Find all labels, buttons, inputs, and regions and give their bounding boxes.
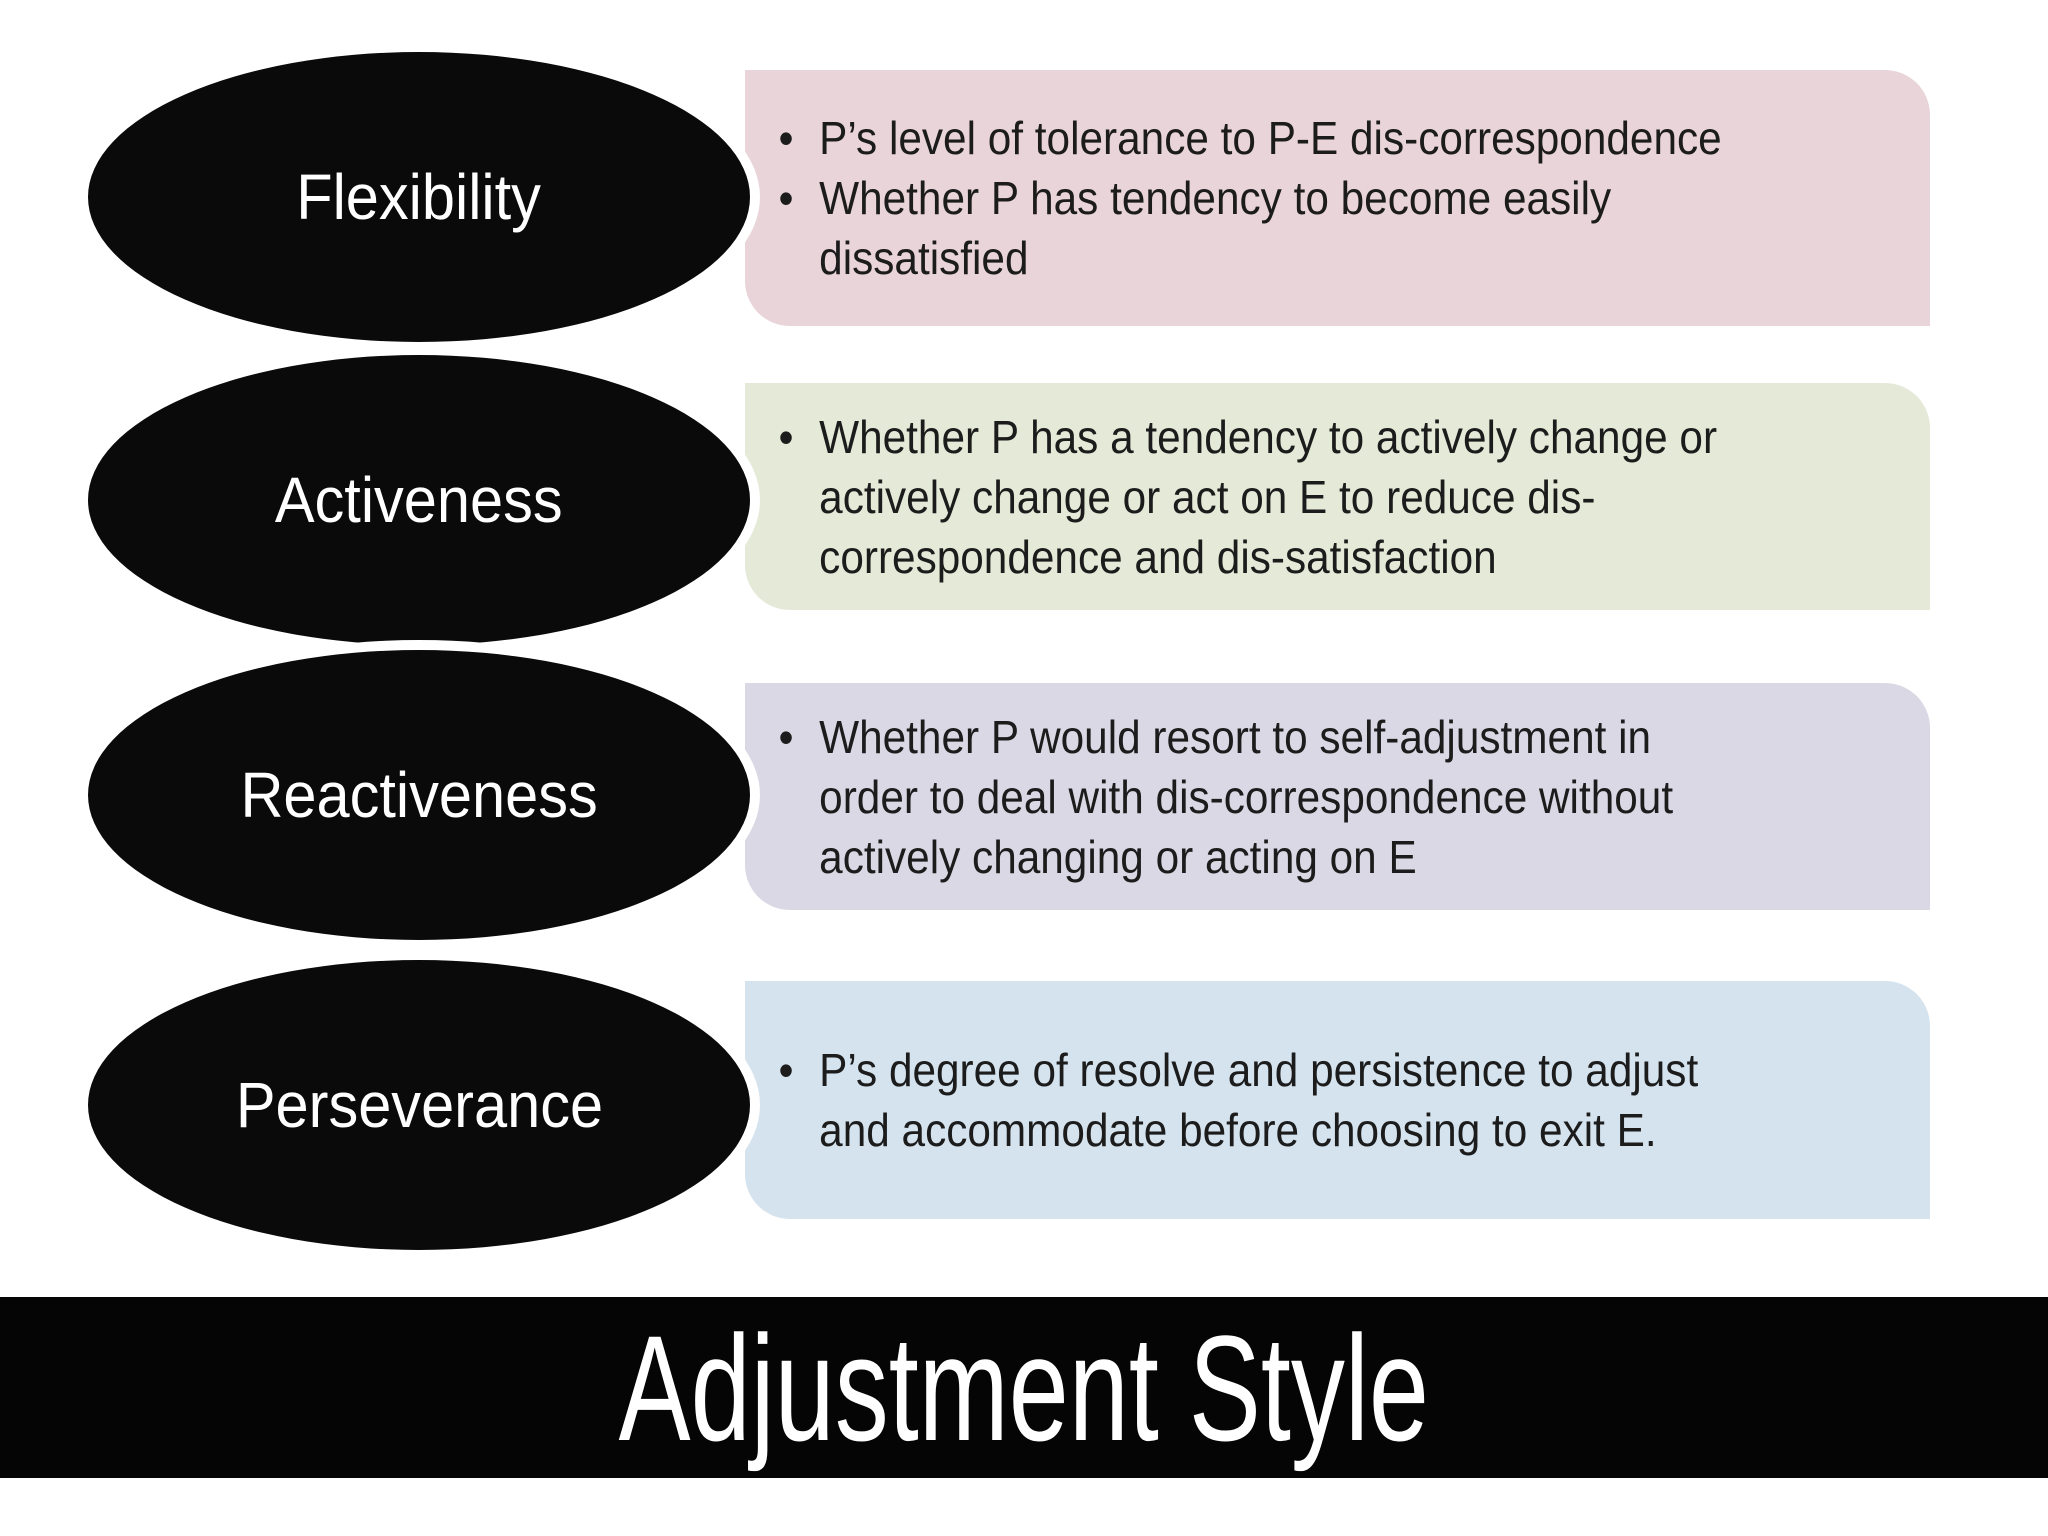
bullet-item: P’s degree of resolve and persistence to… bbox=[775, 1040, 1819, 1160]
callout-box-activeness: Whether P has a tendency to actively cha… bbox=[745, 383, 1930, 610]
bullet-list-reactiveness: Whether P would resort to self-adjustmen… bbox=[775, 707, 1819, 887]
bullet-item: Whether P has a tendency to actively cha… bbox=[775, 407, 1819, 587]
banner-title: Adjustment Style bbox=[618, 1303, 1430, 1472]
ellipse-reactiveness: Reactiveness bbox=[78, 640, 760, 950]
callout-box-flexibility: P’s level of tolerance to P-E dis-corres… bbox=[745, 70, 1930, 326]
ellipse-activeness: Activeness bbox=[78, 345, 760, 655]
bullet-list-perseverance: P’s degree of resolve and persistence to… bbox=[775, 1040, 1819, 1160]
bullet-list-flexibility: P’s level of tolerance to P-E dis-corres… bbox=[775, 108, 1819, 288]
title-banner: Adjustment Style bbox=[0, 1297, 2048, 1478]
callout-box-reactiveness: Whether P would resort to self-adjustmen… bbox=[745, 683, 1930, 910]
ellipse-label-flexibility: Flexibility bbox=[296, 161, 542, 233]
ellipse-label-reactiveness: Reactiveness bbox=[240, 759, 598, 831]
bullet-item: Whether P has tendency to become easily … bbox=[775, 168, 1819, 288]
ellipse-label-perseverance: Perseverance bbox=[235, 1069, 603, 1141]
ellipse-label-activeness: Activeness bbox=[275, 464, 563, 536]
ellipse-perseverance: Perseverance bbox=[78, 950, 760, 1260]
callout-box-perseverance: P’s degree of resolve and persistence to… bbox=[745, 981, 1930, 1219]
bullet-item: Whether P would resort to self-adjustmen… bbox=[775, 707, 1819, 887]
bullet-item: P’s level of tolerance to P-E dis-corres… bbox=[775, 108, 1819, 168]
ellipse-flexibility: Flexibility bbox=[78, 42, 760, 352]
bullet-list-activeness: Whether P has a tendency to actively cha… bbox=[775, 407, 1819, 587]
